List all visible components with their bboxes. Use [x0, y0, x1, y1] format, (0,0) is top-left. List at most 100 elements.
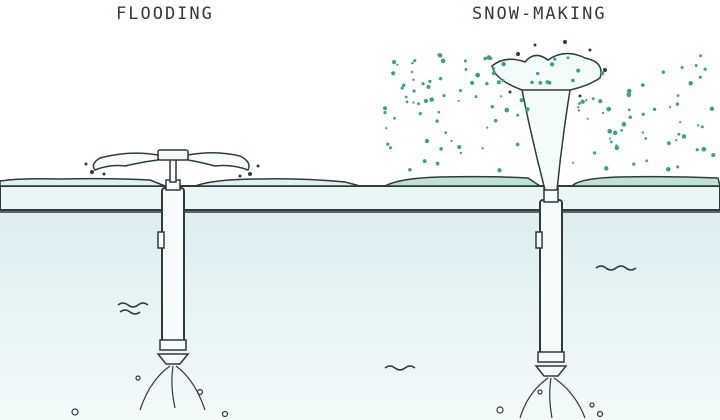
snow-layer-right	[570, 175, 720, 187]
snow-particle	[644, 137, 648, 140]
snow-particle	[695, 148, 699, 152]
snow-particle	[601, 111, 605, 115]
snow-particle	[678, 120, 682, 124]
snow-particle	[621, 122, 627, 127]
snow-particle	[492, 66, 496, 70]
snow-particle	[519, 98, 524, 103]
snow-particle	[628, 115, 632, 119]
snow-particle	[675, 139, 678, 142]
snow-particle	[641, 112, 645, 116]
snow-particle	[486, 126, 489, 129]
snow-particle	[580, 99, 585, 104]
snow-particle	[438, 76, 443, 81]
snow-particle	[525, 107, 530, 112]
snow-particle	[572, 161, 575, 164]
snow-particle	[553, 57, 557, 61]
snow-particle	[598, 99, 603, 104]
snow-particle	[421, 82, 425, 86]
snow-particle	[627, 108, 631, 112]
snow-particle	[626, 92, 632, 98]
snow-particle	[405, 100, 409, 104]
snow-particle	[474, 95, 478, 99]
snow-particle	[437, 110, 441, 114]
snow-particle	[699, 54, 703, 58]
snow-particle	[457, 99, 460, 103]
snow-particle	[400, 86, 404, 90]
snow-particle	[515, 142, 520, 147]
snow-particles	[382, 53, 716, 173]
snow-particle	[481, 147, 484, 150]
snow-particle	[385, 126, 388, 130]
snow-particle	[439, 147, 443, 151]
snow-particle	[661, 70, 665, 74]
snow-particle	[386, 142, 390, 146]
snow-particle	[632, 162, 636, 166]
snow-particle	[392, 60, 397, 65]
snow-particle	[681, 134, 687, 139]
snow-particle	[668, 105, 672, 109]
snow-particle	[470, 80, 475, 85]
snow-particle	[688, 80, 693, 86]
pump-icon	[139, 339, 206, 411]
snow-particle	[676, 165, 680, 169]
snow-particle	[677, 132, 681, 136]
snow-particle	[586, 117, 589, 120]
snow-particle	[426, 84, 431, 89]
snow-particle	[493, 118, 498, 123]
snow-particle	[700, 125, 704, 129]
snow-particle	[675, 102, 680, 106]
ice-sheet	[0, 185, 720, 211]
snow-particle	[696, 124, 700, 127]
snow-particle	[464, 67, 468, 71]
snow-particle	[536, 71, 540, 76]
snow-particle	[458, 89, 463, 93]
snow-particle	[411, 61, 414, 65]
pump-icon	[519, 351, 586, 419]
snow-particle	[490, 105, 494, 109]
snow-particle	[412, 89, 416, 93]
snow-particle	[516, 113, 520, 117]
wave-icon	[595, 265, 637, 271]
snow-particle	[652, 107, 657, 112]
snow-particle	[463, 59, 467, 63]
snow-particle	[488, 56, 493, 61]
snow-particle	[475, 72, 481, 78]
snow-particle	[538, 81, 543, 85]
fountain-spray-icon	[491, 40, 607, 191]
snow-particle	[680, 65, 684, 69]
snow-particle	[626, 88, 632, 94]
snow-particle	[645, 159, 649, 163]
snow-particle	[577, 109, 581, 112]
snow-particle	[393, 116, 396, 120]
snow-particle	[499, 95, 503, 98]
snow-particle	[577, 105, 580, 109]
snow-particle	[698, 75, 702, 79]
snow-particle	[614, 145, 620, 151]
snow-particle	[571, 78, 575, 83]
snow-particle	[501, 61, 506, 67]
snow-particle	[641, 131, 644, 134]
snow-particle	[578, 102, 581, 105]
snow-particle	[412, 78, 415, 81]
snow-particle	[585, 99, 588, 102]
snow-particle	[615, 144, 618, 147]
snow-particle	[424, 138, 430, 144]
wave-icon	[384, 365, 416, 371]
snow-particle	[608, 137, 611, 140]
snow-particle	[703, 67, 707, 71]
snow-particle	[607, 128, 613, 134]
snow-particle	[701, 146, 707, 152]
snow-particle	[709, 106, 715, 112]
snow-particle	[417, 102, 421, 106]
snow-particle	[694, 64, 698, 67]
snow-particle	[485, 81, 489, 86]
snow-particle	[576, 68, 581, 73]
snow-particle	[404, 95, 408, 99]
snow-layer	[384, 175, 543, 187]
wave-icon	[117, 302, 149, 308]
snow-particle	[444, 131, 448, 134]
water-body	[0, 210, 720, 420]
snow-particle	[429, 97, 434, 102]
